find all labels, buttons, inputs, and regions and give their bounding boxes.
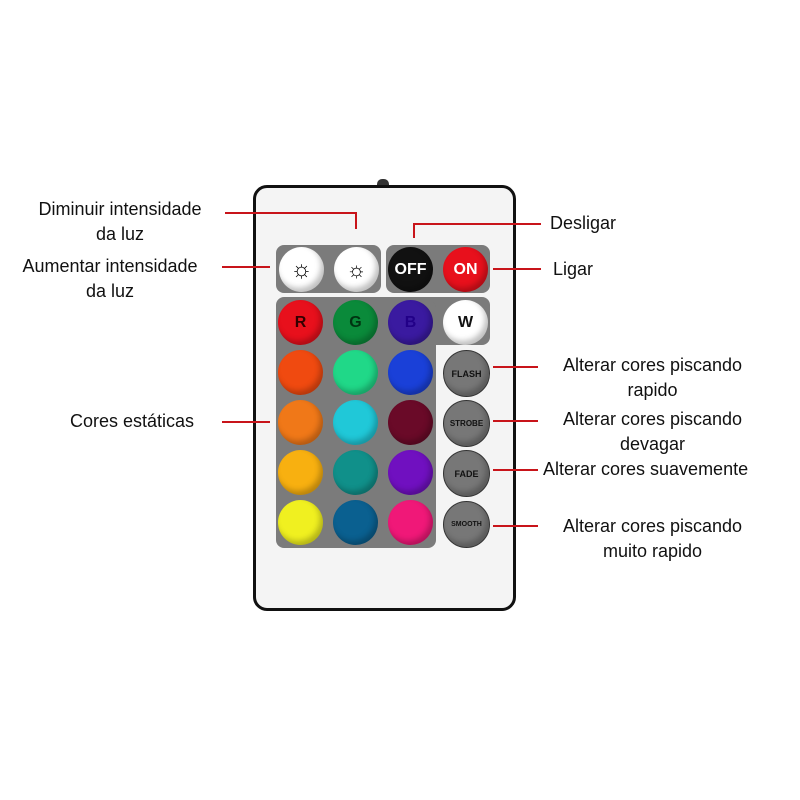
label-static: Cores estáticas [70, 411, 195, 431]
brightness-down-button[interactable]: ☼ [334, 247, 379, 292]
color-button[interactable] [333, 450, 378, 495]
callout-line-dim-v [355, 212, 357, 229]
off-button[interactable]: OFF [388, 247, 433, 292]
smooth-button[interactable]: SMOOTH [443, 501, 490, 548]
on-button[interactable]: ON [443, 247, 488, 292]
red-button[interactable]: R [278, 300, 323, 345]
strobe-button[interactable]: STROBE [443, 400, 490, 447]
color-button[interactable] [388, 350, 433, 395]
label-off: Desligar [550, 213, 617, 233]
remote-top-nub [377, 179, 389, 186]
green-button[interactable]: G [333, 300, 378, 345]
label-flash-line2: rapido [627, 380, 678, 400]
color-button[interactable] [388, 500, 433, 545]
label-flash-line1: Alterar cores piscando [562, 355, 743, 375]
callout-line-dim [225, 212, 357, 214]
label-dim-line2: da luz [95, 224, 145, 244]
label-strobe-line2: devagar [619, 434, 686, 454]
label-dim: Diminuir intensidade da luz [20, 197, 220, 247]
label-bright-line1: Aumentar intensidade [22, 256, 198, 276]
brightness-up-button[interactable]: ☼ [279, 247, 324, 292]
sun-up-icon: ☼ [290, 255, 313, 283]
label-smooth: Alterar cores piscando muito rapido [540, 514, 765, 564]
callout-line-strobe [493, 420, 538, 422]
callout-line-bright [222, 266, 270, 268]
callout-line-off [413, 223, 541, 225]
callout-line-smooth [493, 525, 538, 527]
color-button[interactable] [333, 350, 378, 395]
color-button[interactable] [278, 450, 323, 495]
label-on: Ligar [553, 259, 594, 279]
callout-line-off-v [413, 223, 415, 238]
label-smooth-line2: muito rapido [602, 541, 703, 561]
color-button[interactable] [333, 500, 378, 545]
callout-line-on [493, 268, 541, 270]
color-button[interactable] [388, 400, 433, 445]
label-strobe: Alterar cores piscando devagar [540, 407, 765, 457]
fade-button[interactable]: FADE [443, 450, 490, 497]
color-button[interactable] [333, 400, 378, 445]
label-smooth-line1: Alterar cores piscando [562, 516, 743, 536]
callout-line-flash [493, 366, 538, 368]
label-bright: Aumentar intensidade da luz [5, 254, 215, 304]
callout-line-static [222, 421, 270, 423]
color-button[interactable] [278, 350, 323, 395]
label-dim-line1: Diminuir intensidade [38, 199, 202, 219]
white-button[interactable]: W [443, 300, 488, 345]
label-strobe-line1: Alterar cores piscando [562, 409, 743, 429]
label-flash: Alterar cores piscando rapido [540, 353, 765, 403]
color-button[interactable] [278, 500, 323, 545]
blue-button[interactable]: B [388, 300, 433, 345]
sun-down-icon: ☼ [346, 256, 367, 282]
flash-button[interactable]: FLASH [443, 350, 490, 397]
color-button[interactable] [278, 400, 323, 445]
color-button[interactable] [388, 450, 433, 495]
callout-line-fade [493, 469, 538, 471]
label-fade: Alterar cores suavemente [543, 459, 749, 479]
label-bright-line2: da luz [85, 281, 135, 301]
